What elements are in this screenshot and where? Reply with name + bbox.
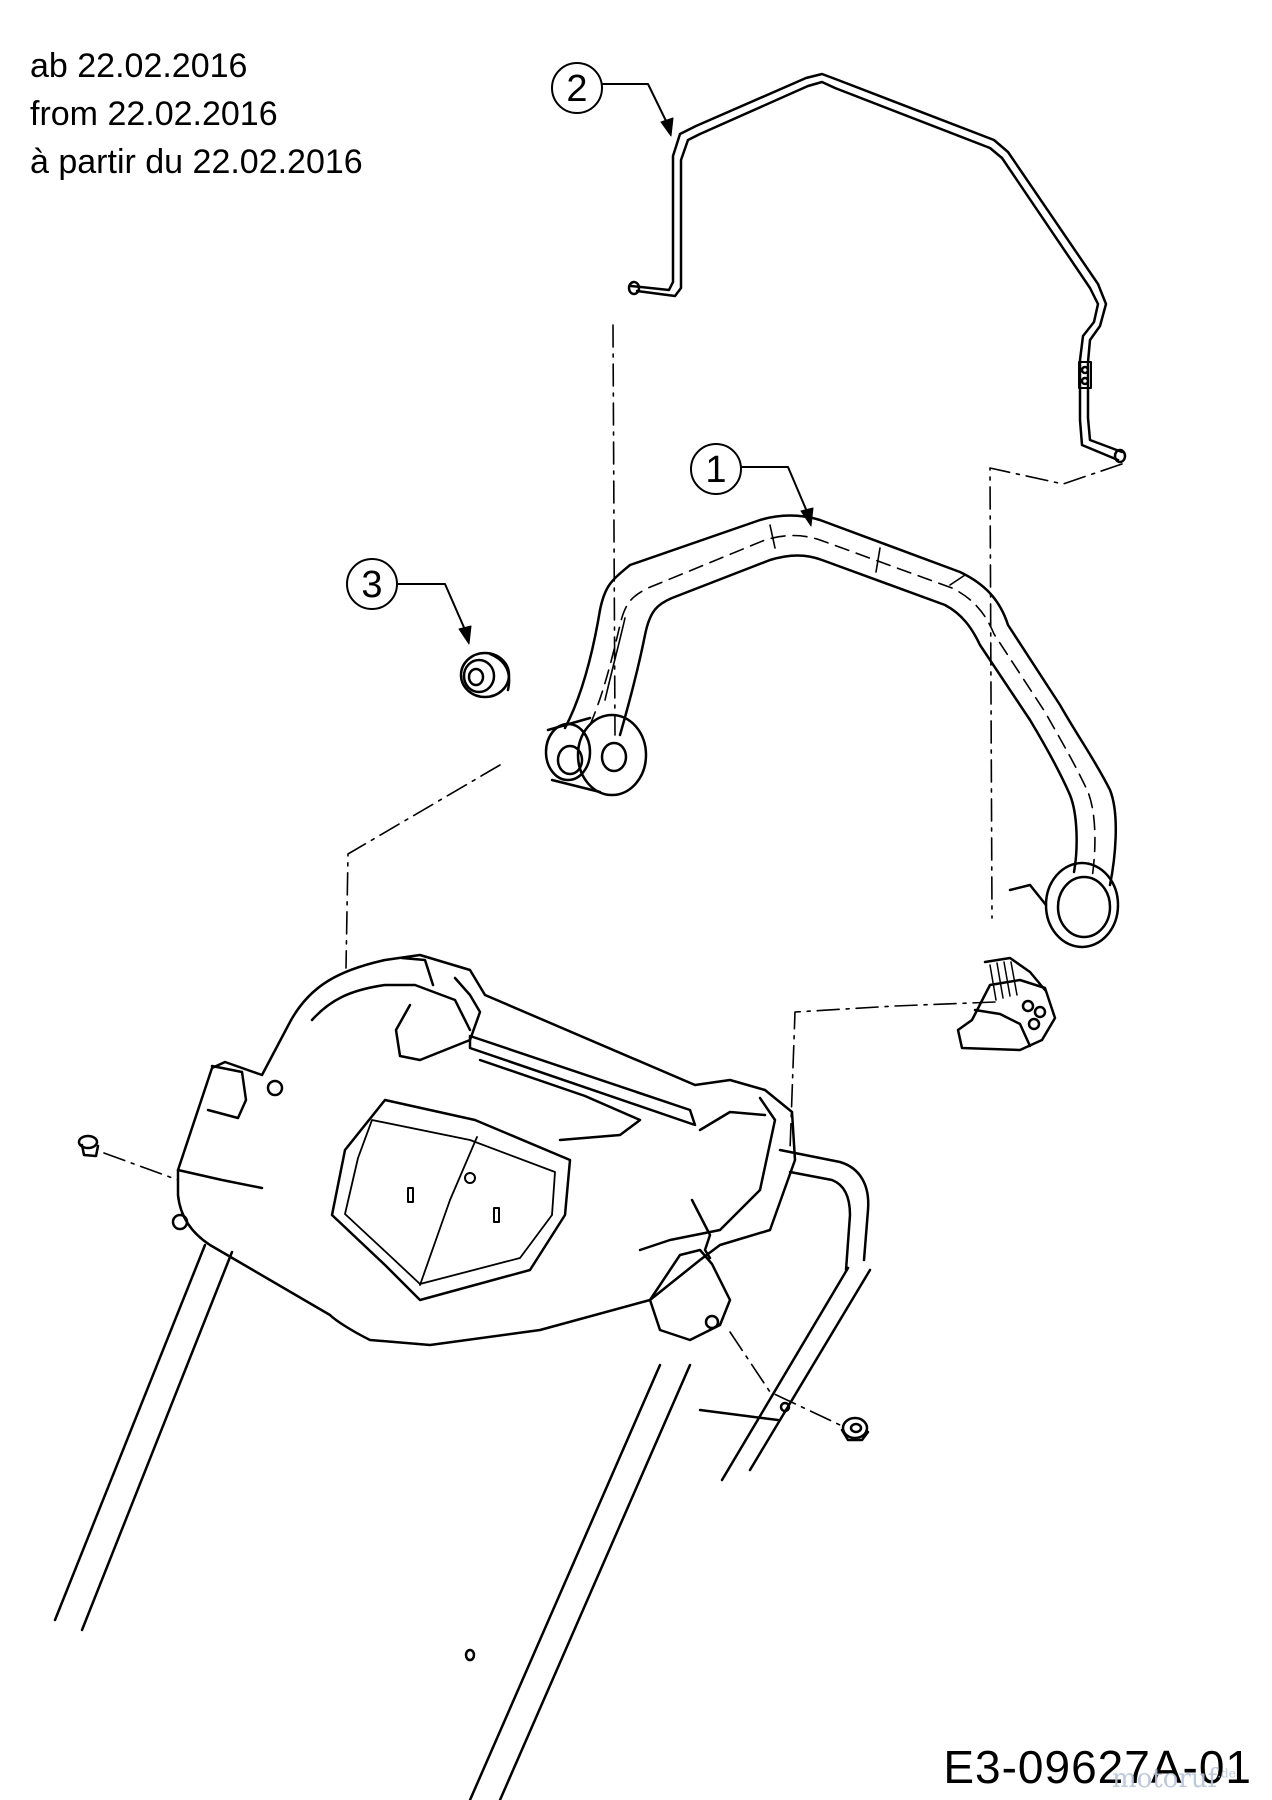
callout-3: 3 [346,558,472,645]
handle-console [176,953,870,1347]
callout-2: 2 [551,62,674,137]
watermark-logo: motoruf.de [1112,1764,1236,1794]
drawing-number: E3-09627A-01 [943,1741,1252,1793]
validity-date-block: ab 22.02.2016 from 22.02.2016 à partir d… [30,42,363,186]
callout-3-number: 3 [361,564,382,606]
callout-1-number: 1 [705,449,726,491]
part-grommet [459,651,511,699]
callout-1: 1 [690,443,814,527]
screw-left [77,1134,100,1158]
watermark-tld: .de [1217,1766,1236,1781]
validity-date-fr: à partir du 22.02.2016 [30,143,363,181]
callout-2-number: 2 [566,68,587,110]
watermark-brand: motoruf [1112,1764,1218,1794]
handle-tubes [53,1213,872,1800]
assembly-lines [103,324,1123,1426]
part-bail-bar [627,72,1127,464]
screw-right [779,1401,870,1442]
validity-date-en: from 22.02.2016 [30,95,278,133]
part-upper-handle [544,514,1120,1052]
validity-date-de: ab 22.02.2016 [30,47,248,85]
